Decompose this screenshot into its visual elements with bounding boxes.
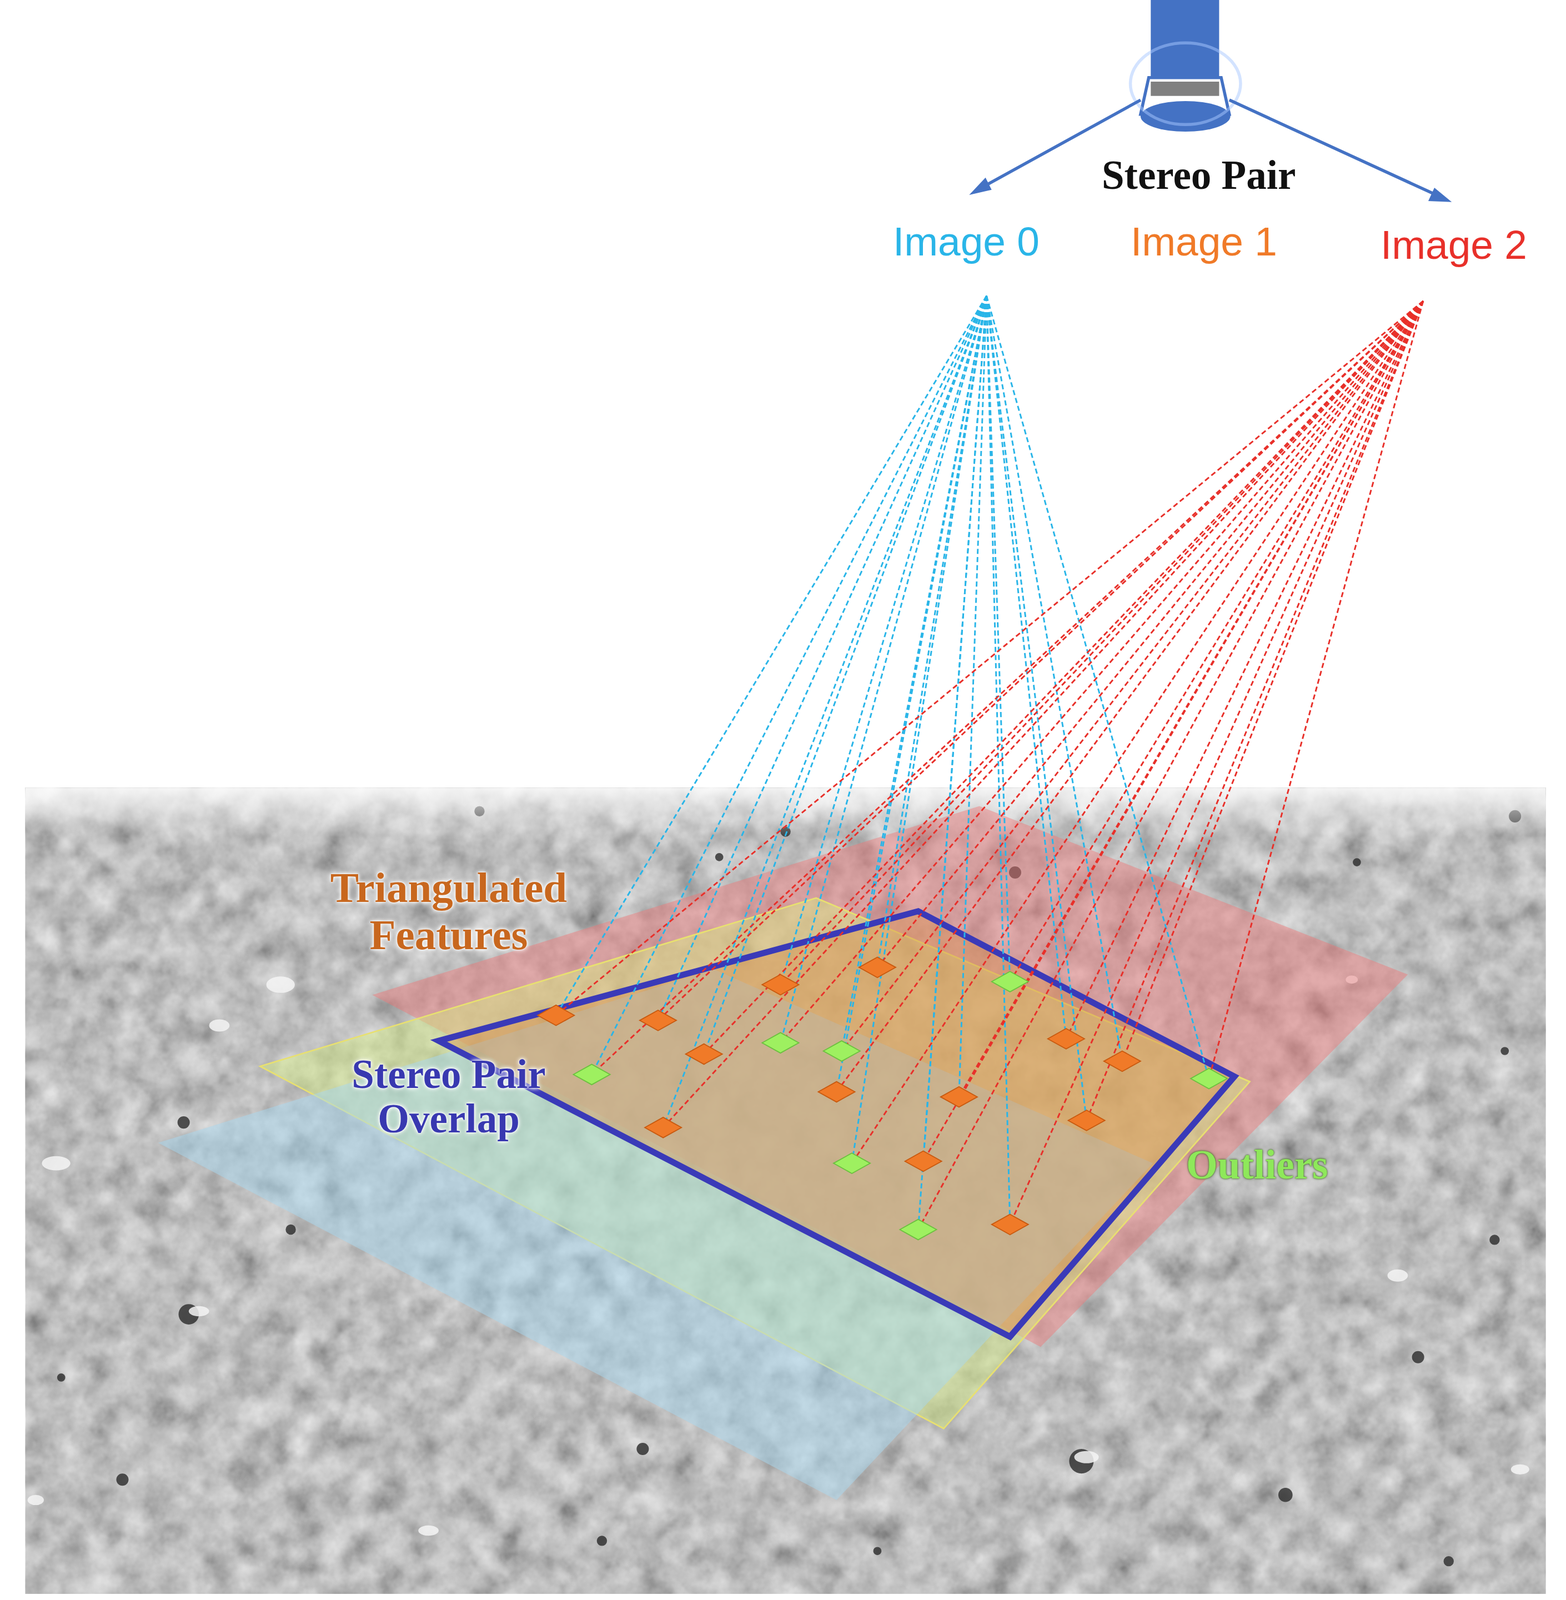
camera-icon bbox=[1130, 0, 1241, 132]
overlap-tint bbox=[438, 911, 1235, 1337]
camera-arrows bbox=[969, 99, 1452, 203]
outlier-markers bbox=[573, 971, 1228, 1240]
features-label: Triangulated Features bbox=[293, 864, 605, 958]
image-label: Image 2 bbox=[1380, 222, 1528, 268]
overlap-outline bbox=[438, 911, 1235, 1337]
image-label: Image 1 bbox=[1130, 219, 1278, 264]
lunar-ground bbox=[25, 787, 1546, 1594]
outliers-label: Outliers bbox=[1186, 1142, 1328, 1188]
triangulated-markers bbox=[537, 956, 1141, 1235]
overlap-label: Stereo Pair Overlap bbox=[309, 1052, 588, 1142]
stereo-pair-title: Stereo Pair bbox=[1101, 153, 1296, 198]
image-label: Image 0 bbox=[892, 219, 1040, 264]
image2-rays bbox=[555, 300, 1424, 1230]
image0-rays bbox=[555, 295, 1209, 1230]
